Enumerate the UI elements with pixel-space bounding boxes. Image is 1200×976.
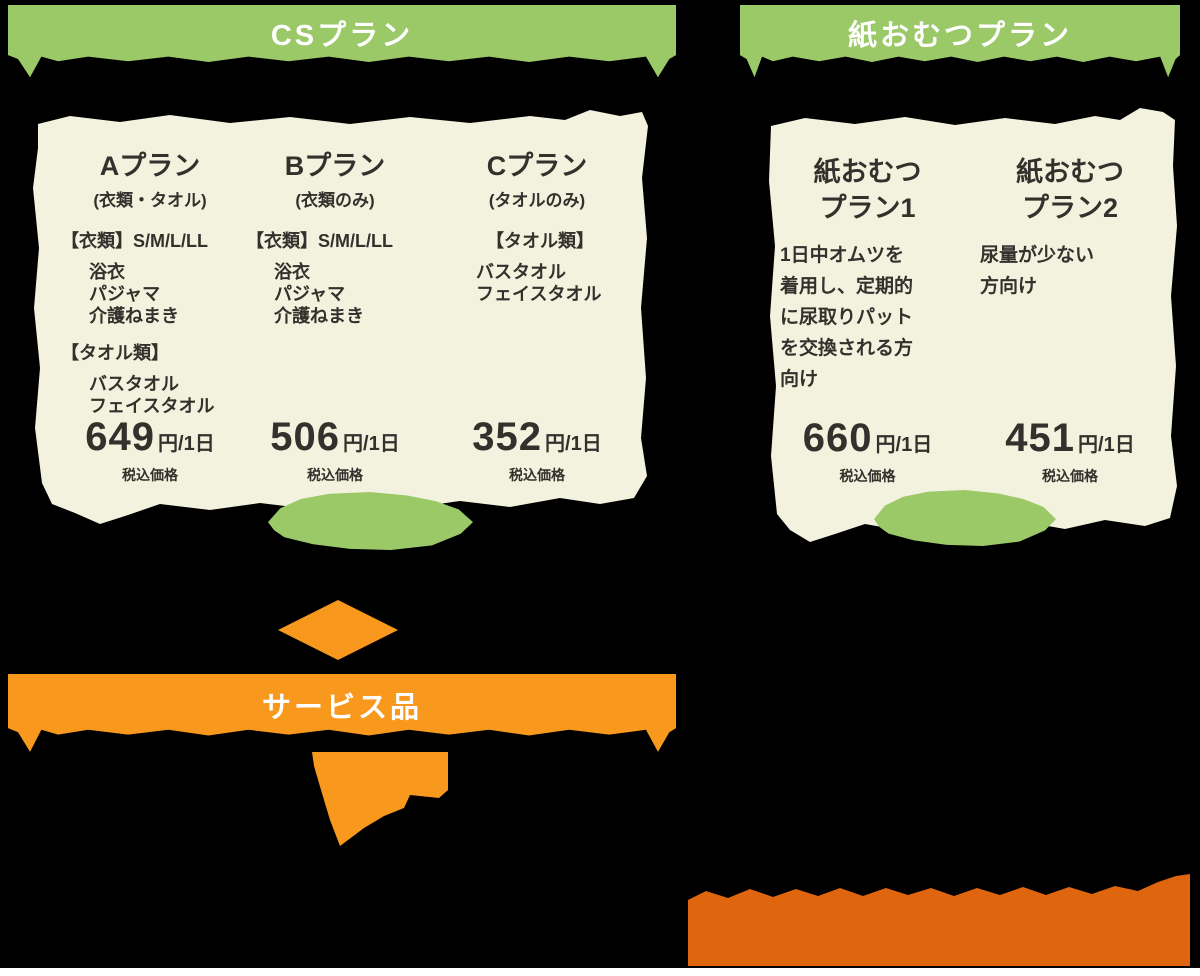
price-value: 451 xyxy=(1005,416,1076,460)
price-note: 税込価格 xyxy=(509,467,565,483)
plan-b-name: Bプラン xyxy=(284,151,386,181)
list-item: バスタオル xyxy=(89,374,179,394)
bottom-white-strip xyxy=(0,968,1200,976)
price-value: 506 xyxy=(270,415,341,459)
price-value: 649 xyxy=(85,415,156,459)
list-item: 介護ねまき xyxy=(89,306,179,326)
plan-c-towel-list: バスタオル フェイスタオル xyxy=(442,261,632,305)
plan-b-column: Bプラン (衣類のみ) 【衣類】S/M/L/LL 浴衣 パジャマ 介護ねまき xyxy=(240,150,430,327)
plan-a-clothes-list: 浴衣 パジャマ 介護ねまき xyxy=(55,261,245,327)
cs-plan-card: Aプラン (衣類・タオル) 【衣類】S/M/L/LL 浴衣 パジャマ 介護ねまき… xyxy=(33,110,648,524)
price-note: 税込価格 xyxy=(839,468,896,484)
plan-a-name: Aプラン xyxy=(99,151,201,181)
plan-c-price: 352 円/1日 税込価格 xyxy=(442,415,632,485)
diaper-plan1-column: 紙おむつ プラン1 1日中オムツを 着用し、定期的 に尿取りパット を交換される… xyxy=(770,154,965,395)
plan-b-heading-clothes: 【衣類】S/M/L/LL xyxy=(246,231,393,251)
plan-c-subtitle: (タオルのみ) xyxy=(488,191,586,210)
list-item: 介護ねまき xyxy=(274,306,364,326)
plan-a-subtitle: (衣類・タオル) xyxy=(93,191,207,210)
price-value: 660 xyxy=(802,416,873,460)
plan-c-column: Cプラン (タオルのみ) 【タオル類】 バスタオル フェイスタオル xyxy=(442,150,632,305)
price-line: 506 円/1日 xyxy=(240,415,430,460)
bottom-orange-highlight xyxy=(688,874,1190,966)
diaper-plan1-name: 紙おむつ プラン1 xyxy=(813,157,922,223)
price-note: 税込価格 xyxy=(122,467,178,483)
plan-a-heading-towels: 【タオル類】 xyxy=(61,343,169,363)
plan-a-towel-list: バスタオル フェイスタオル xyxy=(55,373,245,417)
diaper-plan-banner: 紙おむつプラン xyxy=(740,5,1180,78)
price-line: 660 円/1日 xyxy=(770,416,965,461)
price-unit: 円/1日 xyxy=(343,433,400,455)
service-banner-tail xyxy=(312,752,448,846)
list-item: 浴衣 xyxy=(89,262,125,282)
price-unit: 円/1日 xyxy=(158,433,215,455)
plan-b-subtitle: (衣類のみ) xyxy=(295,191,375,210)
price-line: 649 円/1日 xyxy=(55,415,245,460)
price-unit: 円/1日 xyxy=(875,434,933,456)
cs-plan-banner-label: CSプラン xyxy=(270,20,414,52)
price-unit: 円/1日 xyxy=(545,433,602,455)
price-value: 352 xyxy=(472,415,543,459)
plan-c-heading-towels: 【タオル類】 xyxy=(486,231,594,251)
list-item: フェイスタオル xyxy=(476,284,602,304)
list-item: フェイスタオル xyxy=(89,396,215,416)
diaper-plan1-price: 660 円/1日 税込価格 xyxy=(770,416,965,486)
diaper-plan2-column: 紙おむつ プラン2 尿量が少ない 方向け xyxy=(970,154,1170,302)
diaper-plan1-description: 1日中オムツを 着用し、定期的 に尿取りパット を交換される方 向け xyxy=(780,245,914,390)
diaper-plan-banner-label: 紙おむつプラン xyxy=(847,20,1072,52)
list-item: 浴衣 xyxy=(274,262,310,282)
price-note: 税込価格 xyxy=(307,467,363,483)
plan-c-name: Cプラン xyxy=(486,151,588,181)
service-banner: サービス品 xyxy=(8,674,676,752)
list-item: パジャマ xyxy=(89,284,161,304)
service-banner-label: サービス品 xyxy=(261,692,422,724)
price-note: 税込価格 xyxy=(1042,468,1098,484)
diaper-plan2-price: 451 円/1日 税込価格 xyxy=(970,416,1170,486)
price-unit: 円/1日 xyxy=(1078,434,1135,456)
plan-a-column: Aプラン (衣類・タオル) 【衣類】S/M/L/LL 浴衣 パジャマ 介護ねまき… xyxy=(55,150,245,417)
plan-b-clothes-list: 浴衣 パジャマ 介護ねまき xyxy=(240,261,430,327)
plan-b-price: 506 円/1日 税込価格 xyxy=(240,415,430,485)
list-item: パジャマ xyxy=(274,284,346,304)
price-line: 451 円/1日 xyxy=(970,416,1170,461)
diamond-connector-icon xyxy=(278,600,398,660)
cs-plan-banner: CSプラン xyxy=(8,5,676,78)
price-line: 352 円/1日 xyxy=(442,415,632,460)
diaper-plan-card: 紙おむつ プラン1 1日中オムツを 着用し、定期的 に尿取りパット を交換される… xyxy=(769,108,1177,542)
diaper-plan2-description: 尿量が少ない 方向け xyxy=(980,245,1095,297)
plan-a-price: 649 円/1日 税込価格 xyxy=(55,415,245,485)
plan-a-heading-clothes: 【衣類】S/M/L/LL xyxy=(61,231,208,251)
list-item: バスタオル xyxy=(476,262,566,282)
diaper-plan2-name: 紙おむつ プラン2 xyxy=(1016,157,1124,223)
